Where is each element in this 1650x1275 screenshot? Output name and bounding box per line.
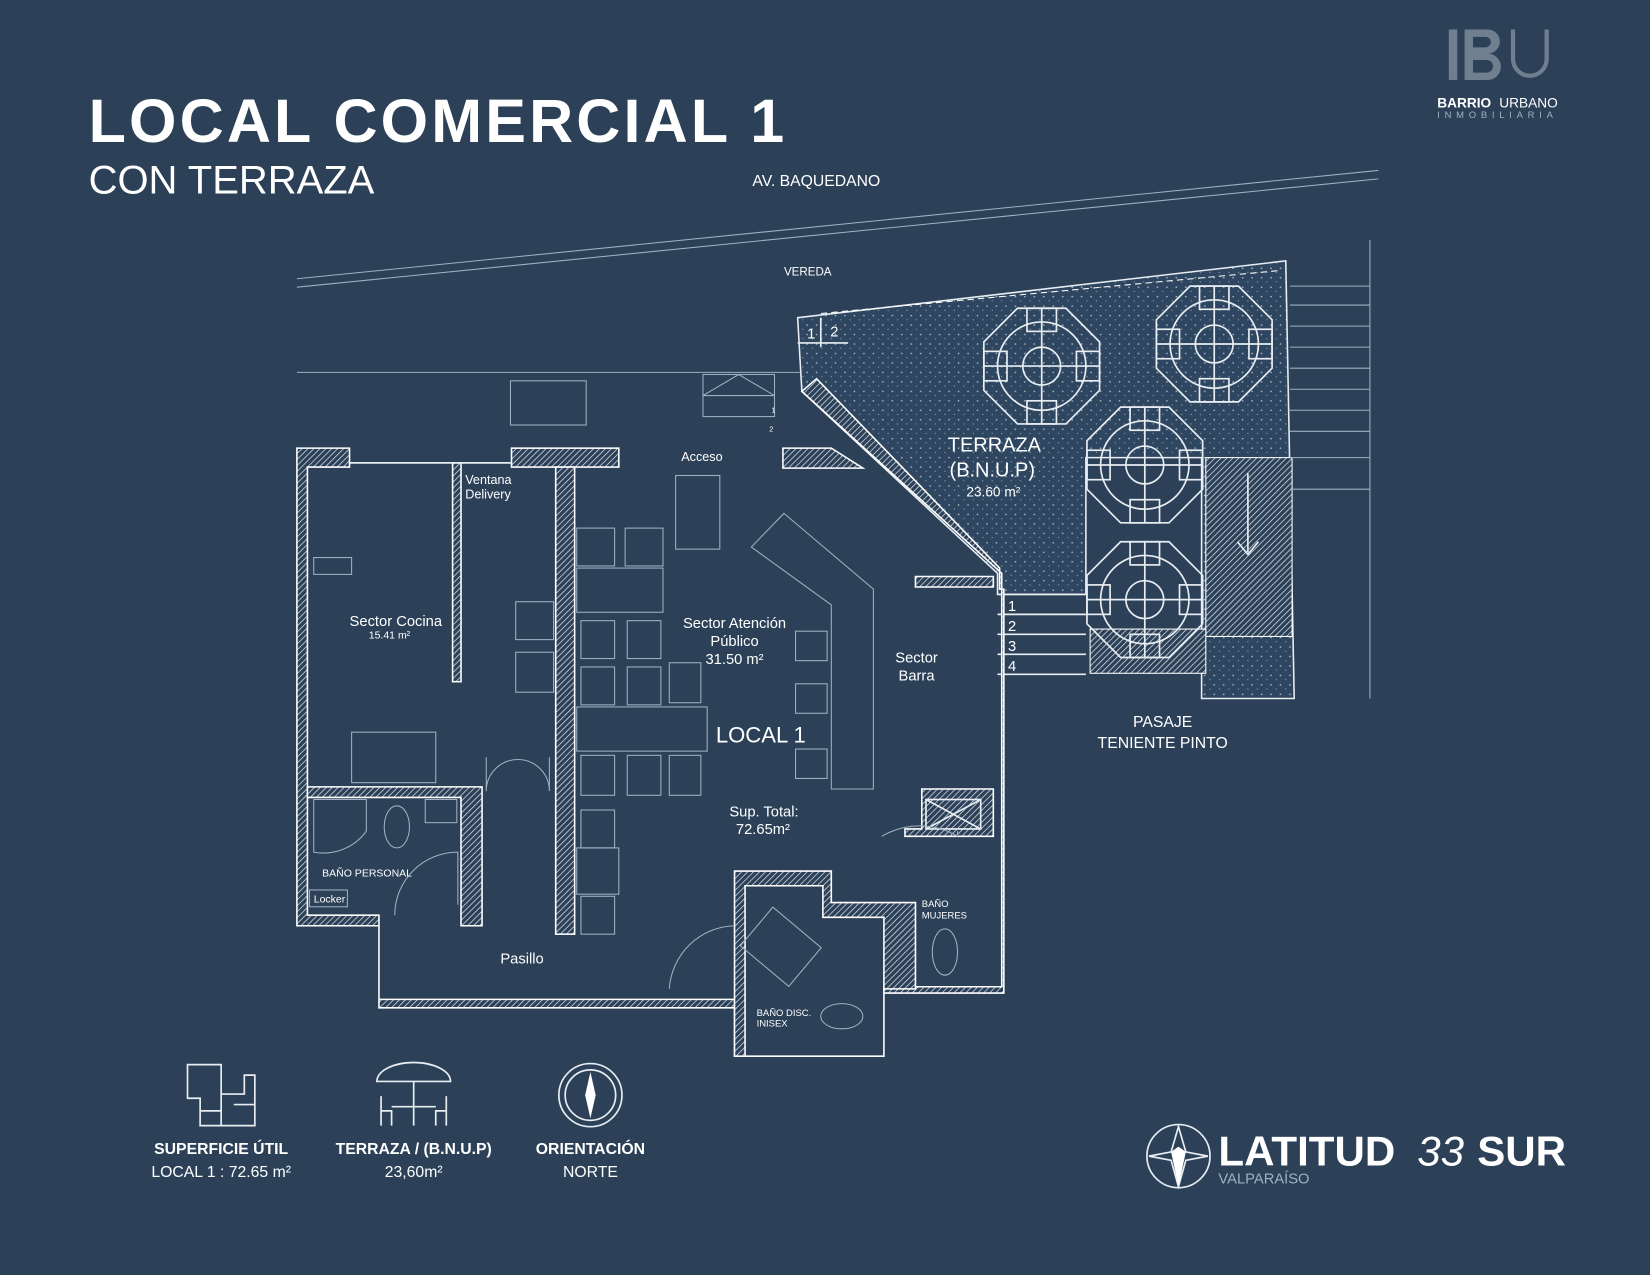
summary-label-area: SUPERFICIE ÚTIL [154,1139,288,1158]
small-step-2: 2 [769,424,773,433]
furniture [309,373,959,1030]
summary-label-orientation: ORIENTACIÓN [536,1139,645,1158]
summary-value-orientation: NORTE [563,1164,618,1181]
project-logo: LATITUD 33 SUR VALPARAÍSO [1146,1123,1566,1190]
women-bath-label: BAÑO [922,899,949,910]
bar-label-2: Barra [899,669,936,685]
locker-label: Locker [314,894,346,906]
public-area-label: Sector Atención [683,616,786,632]
sidewalk-label: VEREDA [784,267,832,279]
brand-logo: BARRIO URBANO INMOBILIARIA [1437,29,1558,121]
delivery-window-label: Ventana [465,473,512,487]
summary-value-area: LOCAL 1 : 72.65 m² [151,1164,291,1181]
project-name-1: LATITUD [1218,1128,1395,1175]
disabled-bath-label: BAÑO DISC. [757,1008,812,1019]
public-area-size: 31.50 m² [705,652,763,668]
terrace-step-2: 2 [830,325,838,341]
total-area-label: Sup. Total: [729,804,798,820]
project-name-2: SUR [1477,1128,1566,1175]
bar-label: Sector [895,651,938,667]
page-subtitle: CON TERRAZA [89,159,375,203]
terrace-area [796,260,1370,700]
disabled-bath-label-2: INISEX [757,1019,789,1030]
kitchen-area: 15.41 m² [369,630,411,642]
compass-icon [558,1062,623,1128]
brand-name-light: URBANO [1499,95,1557,110]
street-label: AV. BAQUEDANO [752,173,880,190]
side-step-3: 3 [1008,639,1016,655]
terrace-step-1: 1 [807,327,815,343]
kitchen-label: Sector Cocina [350,614,443,630]
street-lines [296,169,1379,699]
summary-value-terrace: 23,60m² [385,1164,443,1181]
umbrella-table-icon [376,1061,452,1126]
total-area-value: 72.65m² [736,822,790,838]
public-area-label-2: Público [710,634,758,650]
passage-label: PASAJE [1133,714,1192,731]
terrace-label: TERRAZA [948,434,1042,456]
passage-label-2: TENIENTE PINTO [1098,735,1228,752]
floorplan-icon [186,1063,256,1127]
project-name-number: 33 [1417,1128,1464,1175]
summary-label-terrace: TERRAZA / (B.N.U.P) [336,1141,492,1158]
women-bath-label-2: MUJERES [922,910,967,921]
small-step-1: 1 [771,405,775,414]
hall-label: Pasillo [500,952,543,968]
access-label: Acceso [681,450,722,464]
walls [296,377,1005,1057]
side-step-4: 4 [1008,659,1016,675]
terrace-area: 23.60 m² [966,485,1020,500]
delivery-window-label-2: Delivery [465,488,511,502]
project-city: VALPARAÍSO [1218,1170,1309,1187]
side-step-1: 1 [1008,599,1016,615]
terrace-label-2: (B.N.U.P) [950,460,1035,482]
side-step-2: 2 [1008,619,1016,635]
staff-bath-label: BAÑO PERSONAL [322,866,412,879]
local-label: LOCAL 1 [716,723,806,748]
terrace-tables [983,285,1273,659]
page-title: LOCAL COMERCIAL 1 [89,87,788,155]
brand-tagline: INMOBILIARIA [1437,110,1557,121]
brand-name-bold: BARRIO [1437,95,1491,110]
